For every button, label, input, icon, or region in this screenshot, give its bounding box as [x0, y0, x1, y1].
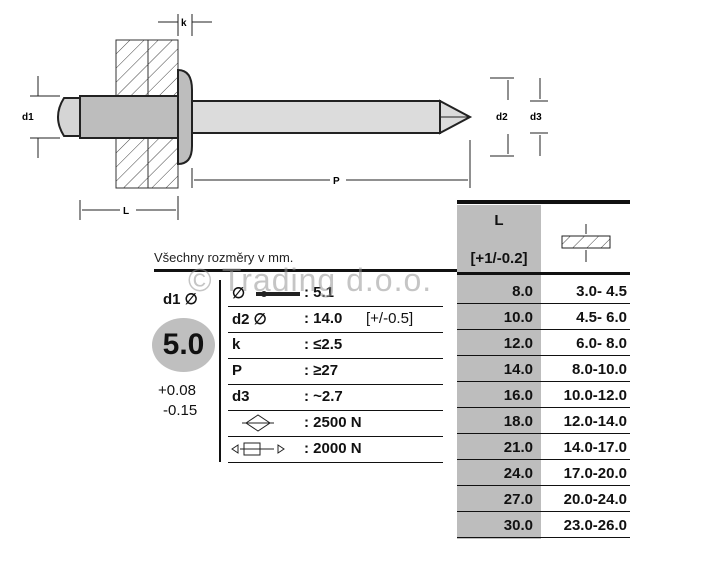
length-cell: 10.0	[503, 309, 533, 326]
spec-value: : 2500 N	[304, 414, 362, 431]
divider	[457, 200, 630, 204]
grip-cell: 20.0-24.0	[563, 491, 627, 508]
table-row: 16.0 10.0-12.0	[457, 383, 630, 408]
rivet-head	[177, 68, 193, 166]
table-row: 12.0 6.0- 8.0	[457, 331, 630, 356]
rivet-body	[79, 95, 181, 139]
d1-label: d1 ∅	[163, 291, 198, 308]
mandrel	[191, 100, 441, 134]
mandrel-diameter-icon	[256, 291, 300, 297]
d1-value-badge: 5.0	[152, 318, 215, 372]
grip-range-icon	[561, 235, 611, 249]
tensile-strength-icon	[242, 414, 274, 432]
grip-cell: 3.0- 4.5	[576, 283, 627, 300]
table-row: 27.0 20.0-24.0	[457, 487, 630, 512]
spec-row: : 2500 N	[228, 410, 443, 437]
grip-cell: 17.0-20.0	[563, 465, 627, 482]
spec-row: : 2000 N	[228, 436, 443, 463]
table-row: 21.0 14.0-17.0	[457, 435, 630, 460]
spec-value: : 2000 N	[304, 440, 362, 457]
spec-value: : ≤2.5	[304, 336, 343, 353]
d1-value: 5.0	[162, 328, 205, 361]
table-length-column	[457, 205, 541, 539]
divider	[154, 269, 457, 272]
spec-key: ∅	[232, 285, 246, 302]
dim-l-label: L	[123, 206, 129, 217]
grip-cell: 6.0- 8.0	[576, 335, 627, 352]
table-row: 18.0 12.0-14.0	[457, 409, 630, 434]
table-header-length: L	[494, 212, 504, 229]
grip-cell: 10.0-12.0	[563, 387, 627, 404]
table-row: 8.0 3.0- 4.5	[457, 279, 630, 304]
grip-cell: 23.0-26.0	[563, 517, 627, 534]
spec-value: : ≥27	[304, 362, 339, 379]
dim-d3-label: d3	[530, 112, 542, 123]
spec-extra: [+/-0.5]	[366, 310, 414, 327]
length-cell: 27.0	[503, 491, 533, 508]
table-header-tolerance: [+1/-0.2]	[470, 250, 528, 267]
length-cell: 8.0	[512, 283, 533, 300]
dimensions-note: Všechny rozměry v mm.	[154, 250, 294, 265]
spec-row: d2 ∅ : 14.0 [+/-0.5]	[228, 306, 443, 333]
table-row: 14.0 8.0-10.0	[457, 357, 630, 382]
length-cell: 21.0	[503, 439, 533, 456]
table-row: 10.0 4.5- 6.0	[457, 305, 630, 330]
grip-cell: 14.0-17.0	[563, 439, 627, 456]
dim-p-label: P	[333, 176, 340, 187]
table-row: 24.0 17.0-20.0	[457, 461, 630, 486]
length-cell: 24.0	[503, 465, 533, 482]
length-cell: 16.0	[503, 387, 533, 404]
grip-cell: 12.0-14.0	[563, 413, 627, 430]
spec-key: d2 ∅	[232, 311, 267, 328]
dim-d1-label: d1	[22, 112, 34, 123]
spec-value: : ~2.7	[304, 388, 343, 405]
spec-key: d3	[232, 388, 250, 405]
dim-d2-label: d2	[496, 112, 508, 123]
watermark: © Trading d.o.o.	[188, 262, 433, 298]
spec-key: k	[232, 336, 241, 353]
divider	[219, 280, 221, 462]
grip-cell: 8.0-10.0	[571, 361, 627, 378]
d1-tolerance-minus: -0.15	[163, 402, 198, 419]
spec-value: : 14.0	[304, 310, 343, 327]
divider	[457, 272, 630, 275]
spec-value: : 5.1	[304, 284, 335, 301]
spec-row: k : ≤2.5	[228, 332, 443, 359]
spec-row: d3 : ~2.7	[228, 384, 443, 411]
rivet-tail	[57, 97, 81, 137]
d1-tolerance-plus: +0.08	[158, 382, 196, 399]
length-cell: 30.0	[503, 517, 533, 534]
length-cell: 18.0	[503, 413, 533, 430]
spec-key: P	[232, 362, 243, 379]
length-cell: 14.0	[503, 361, 533, 378]
dim-k-label: k	[181, 18, 187, 29]
spec-row: ∅ : 5.1	[228, 280, 443, 307]
table-row: 30.0 23.0-26.0	[457, 513, 630, 538]
length-cell: 12.0	[503, 335, 533, 352]
shear-strength-icon	[231, 442, 285, 456]
grip-cell: 4.5- 6.0	[576, 309, 627, 326]
spec-row: P : ≥27	[228, 358, 443, 385]
